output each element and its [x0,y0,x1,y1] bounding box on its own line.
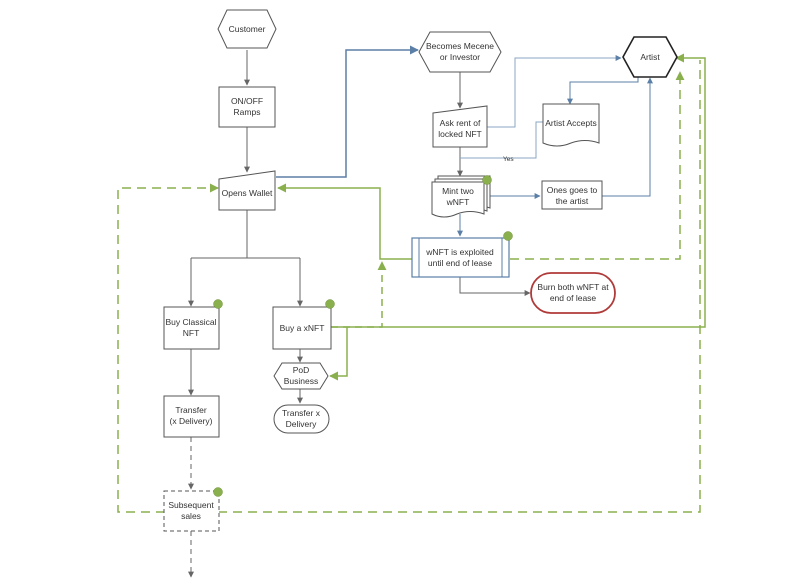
node-mint-label-1: Mint two [442,186,474,196]
edge-exploited-burn [459,277,531,296]
status-dot-mint [482,175,492,185]
edge-subsequent-wallet-dashed [117,183,219,513]
node-onoff-ramps[interactable]: ON/OFF Ramps [218,86,276,128]
node-transfer-label-1: Transfer [175,405,207,415]
node-buyx-label: Buy a xNFT [280,323,325,333]
node-opens-wallet[interactable]: Opens Wallet [218,170,276,211]
node-mint-wnft[interactable]: Mint two wNFT [431,175,491,218]
node-exploited-label-2: until end of lease [428,258,493,268]
node-ones-label-1: Ones goes to [547,185,598,195]
node-mecene-label-1: Becomes Mecene [426,41,494,51]
node-askrent-label-2: locked NFT [438,129,481,139]
node-transferx-label-1: Transfer x [282,408,321,418]
node-burn-label-1: Burn both wNFT at [537,282,609,292]
node-ones-label-2: the artist [556,196,589,206]
edge-askrent-artist [487,55,622,128]
node-buy-xnft[interactable]: Buy a xNFT [272,306,332,350]
node-exploited-label-1: wNFT is exploited [425,247,494,257]
node-artist[interactable]: Artist [622,36,678,78]
edge-buyx-artist [331,53,706,328]
edge-accepts-mint [460,121,543,159]
node-transferx-label-2: Delivery [286,419,317,429]
node-pod-label-2: Business [284,376,319,386]
edge-wallet-split [191,210,300,259]
edge-label-yes: Yes [503,156,514,163]
edge-subsequent-artist-dashed [218,60,701,513]
node-accepts-label: Artist Accepts [545,118,597,128]
node-subsequent-label-1: Subsequent [168,500,214,510]
node-transfer-label-2: (x Delivery) [170,416,213,426]
node-mint-label-2: wNFT [446,197,470,207]
node-subsequent-sales[interactable]: Subsequent sales [163,490,220,532]
node-onoff-label-2: Ramps [234,107,261,117]
edge-buyx-pod-green [329,327,348,381]
edge-buyx-exploited-dashed [331,261,387,328]
node-becomes-mecene[interactable]: Becomes Mecene or Investor [418,31,502,73]
edge-artist-accepts [567,76,639,105]
node-artist-label: Artist [640,52,660,62]
node-ones-goes[interactable]: Ones goes to the artist [541,180,603,210]
node-mecene-label-2: or Investor [440,52,480,62]
node-onoff-label-1: ON/OFF [231,96,263,106]
edge-exploited-artist-dashed [510,71,685,260]
status-dots [213,175,513,497]
node-buyclassical-label-1: Buy Classical [165,317,216,327]
node-customer[interactable]: Customer [217,9,277,49]
node-pod-label-1: PoD [293,365,310,375]
node-pod-business[interactable]: PoD Business [273,362,329,390]
node-burn-wnft[interactable]: Burn both wNFT at end of lease [530,272,616,314]
node-ask-rent[interactable]: Ask rent of locked NFT [432,105,488,148]
node-customer-label: Customer [229,24,266,34]
node-wallet-label: Opens Wallet [222,188,273,198]
status-dot-subsequent [213,487,223,497]
status-dot-buy-xnft [325,299,335,309]
edge-ones-artist [602,77,653,197]
node-askrent-label-1: Ask rent of [440,118,481,128]
edge-wallet-mecene [276,45,419,178]
node-subsequent-label-2: sales [181,511,201,521]
status-dot-buy-classical [213,299,223,309]
status-dot-exploited [503,231,513,241]
edge-exploited-wallet [277,183,412,260]
node-buyclassical-label-2: NFT [183,328,200,338]
node-transfer[interactable]: Transfer (x Delivery) [163,395,220,438]
node-burn-label-2: end of lease [550,293,597,303]
node-artist-accepts[interactable]: Artist Accepts [542,103,600,147]
node-transfer-x-delivery[interactable]: Transfer x Delivery [273,404,330,434]
node-wnft-exploited[interactable]: wNFT is exploited until end of lease [411,237,510,278]
node-buy-classical[interactable]: Buy Classical NFT [163,306,220,350]
connectors [117,45,706,578]
